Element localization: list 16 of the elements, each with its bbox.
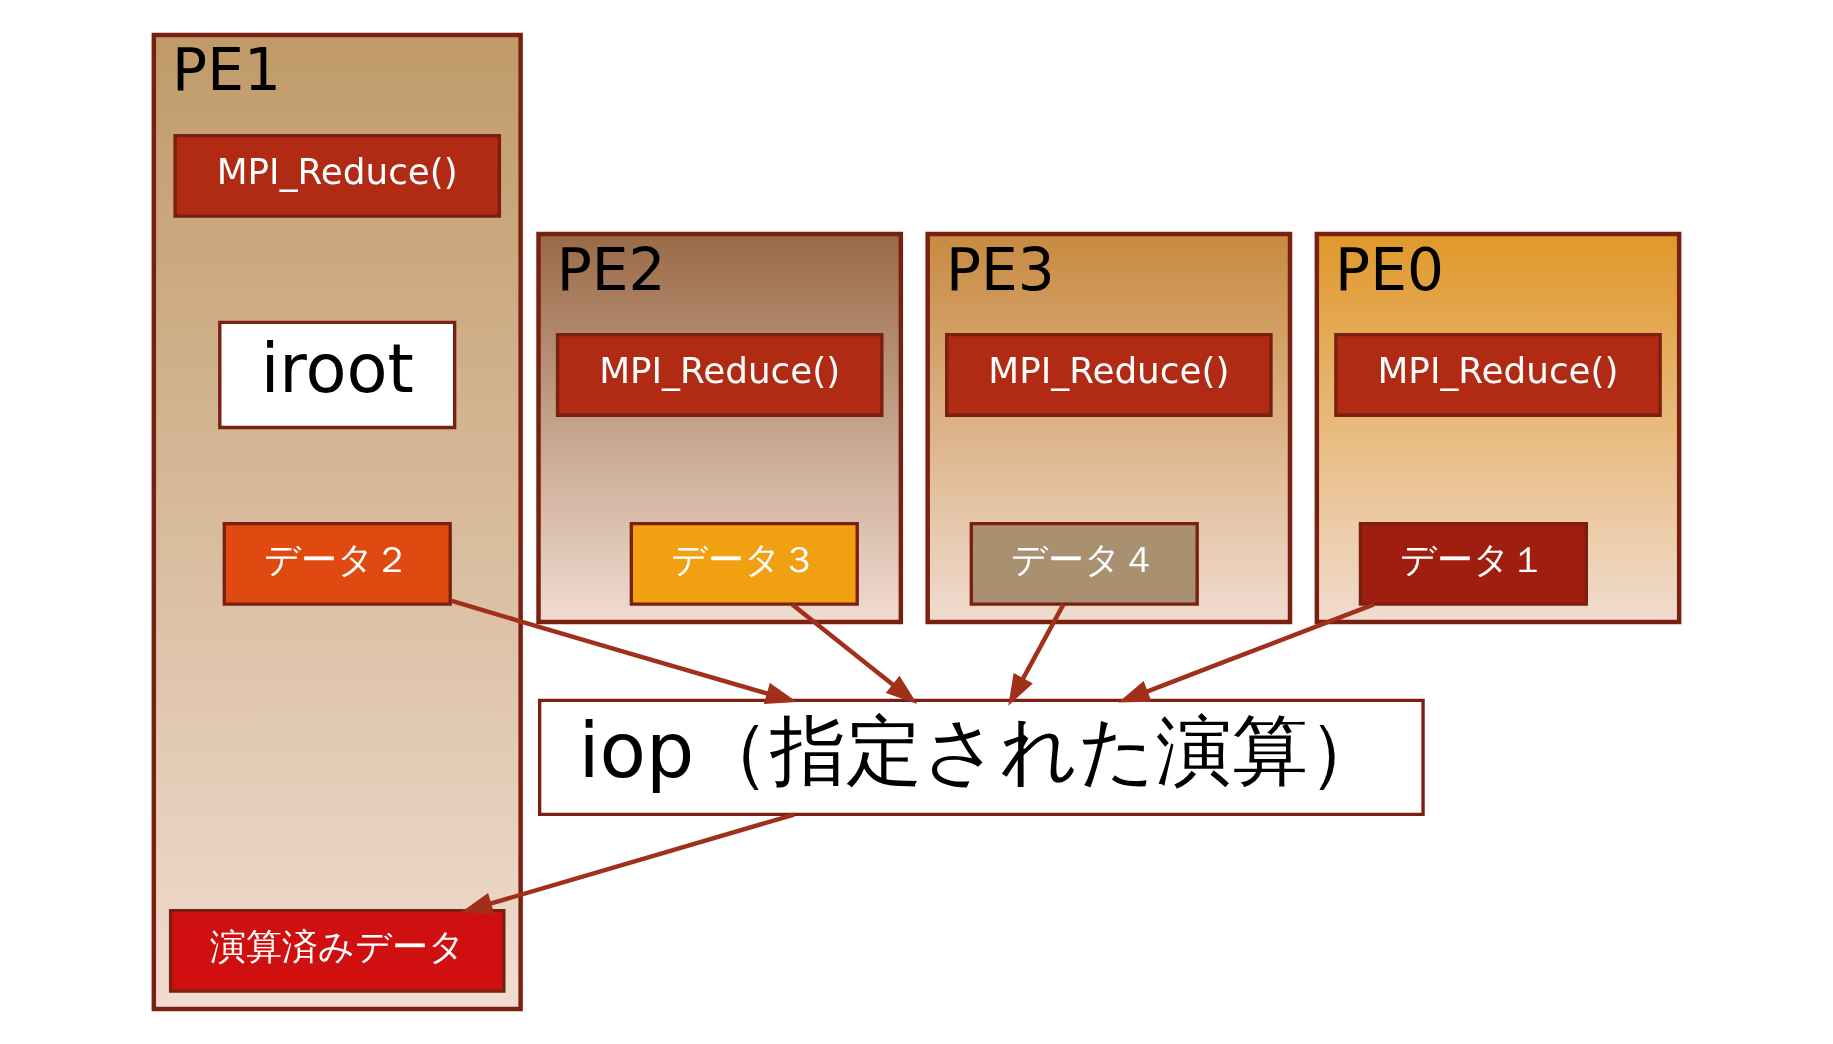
arrow [450, 598, 798, 704]
arrow [461, 812, 795, 914]
node-box: MPI_Reduce() [555, 333, 884, 417]
node-box: データ４ [969, 522, 1199, 606]
node-box: MPI_Reduce() [173, 133, 502, 218]
node-box: MPI_Reduce() [945, 333, 1273, 417]
node-box: iop（指定された演算） [537, 698, 1425, 817]
arrow [1118, 602, 1375, 703]
node-box: データ１ [1358, 522, 1588, 606]
node-box: 演算済みデータ [168, 908, 506, 993]
arrow [790, 602, 918, 704]
node-box: iroot [218, 320, 457, 430]
node-box: MPI_Reduce() [1334, 333, 1662, 417]
arrow [1008, 603, 1066, 706]
node-box: データ３ [629, 522, 859, 606]
node-box: データ２ [222, 522, 452, 606]
